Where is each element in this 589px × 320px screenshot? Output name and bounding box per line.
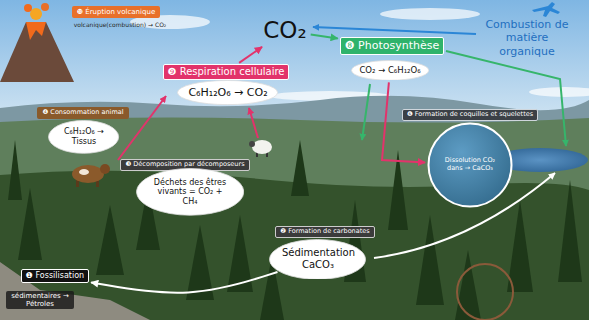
flow-line — [249, 108, 258, 138]
airplane-icon — [532, 2, 560, 17]
process-label: Combustion de matière organique — [477, 18, 577, 58]
flow-line — [313, 27, 476, 34]
tag-text: ❿ Éruption volcanique — [77, 8, 155, 16]
highlight-circle — [457, 264, 513, 320]
node-text: Dissolution CO₂ dans → CaCO₃ — [440, 157, 500, 173]
bubble-shape — [351, 60, 428, 80]
clouds — [130, 8, 589, 101]
tag-text: ❻ Formation de coquilles et squelettes — [407, 111, 533, 119]
sheep — [249, 140, 272, 157]
cow-head — [100, 164, 110, 174]
equation-bubble: Déchets des êtres vivants = CO₂ + CH₄ — [136, 168, 244, 216]
conifer — [291, 140, 309, 196]
process-tag: ❻ Formation de coquilles et squelettes — [402, 109, 538, 121]
inset-disc — [429, 124, 512, 207]
tag-text: ❷ Formation de carbonates — [280, 228, 369, 236]
volcano-cone — [0, 22, 74, 82]
node-text: C₆H₁₂O₆ → CO₂ — [188, 86, 267, 99]
equation-bubble: C₆H₁₂O₆ → Tissus — [48, 120, 119, 154]
node-text: CO₂ — [263, 17, 306, 45]
eruption-plume — [24, 4, 32, 12]
cow-spot — [79, 169, 89, 175]
conifer — [507, 200, 533, 292]
node-text: Sédimentation CaCO₃ — [282, 247, 354, 271]
volcano — [0, 3, 74, 82]
process-tag: ❷ Formation de carbonates — [275, 226, 374, 238]
conifer — [186, 225, 214, 300]
sheep-head — [249, 141, 255, 147]
process-tag: ❿ Éruption volcanique — [72, 6, 160, 18]
sheep-body — [252, 140, 272, 154]
carbon-dioxide-hub: CO₂ — [261, 16, 308, 46]
flow-line — [362, 84, 370, 140]
bubble-shape — [49, 121, 119, 154]
note: volcanique(combustion) → CO₂ — [74, 21, 167, 28]
bubble-shape — [270, 239, 366, 279]
tag-text: ❽ Photosynthèse — [345, 39, 440, 52]
cloud — [529, 87, 589, 97]
equation-bubble: CO₂ → C₆H₁₂O₆ — [351, 60, 429, 81]
flow-arrow — [239, 47, 262, 63]
flow-arrow — [311, 35, 338, 39]
note: sédimentaires → Pétroles — [6, 291, 74, 310]
flow-arrow — [91, 272, 277, 293]
conifer — [416, 215, 444, 305]
conifer — [8, 140, 22, 200]
flow-arrow — [382, 82, 425, 162]
conifer — [558, 180, 582, 282]
tag-text: ❶ Fossilisation — [26, 271, 84, 281]
node-text: Déchets des êtres vivants = CO₂ + CH₄ — [150, 178, 230, 207]
eruption-plume — [41, 3, 49, 11]
node-text: CO₂ → C₆H₁₂O₆ — [359, 65, 420, 75]
bubble-shape — [178, 81, 278, 105]
conifer — [96, 205, 124, 275]
cow-body — [72, 165, 104, 183]
tag-text: ❹ Consommation animal — [42, 109, 123, 117]
process-tag: ❶ Fossilisation — [21, 269, 89, 283]
process-tag: ❹ Consommation animal — [37, 107, 128, 119]
lava — [26, 22, 46, 40]
cloud — [380, 8, 480, 20]
node-text: C₆H₁₂O₆ → Tissus — [58, 127, 110, 146]
eruption-plume — [30, 8, 42, 20]
bubble-shape — [136, 169, 243, 216]
tag-text: ❾ Respiration cellulaire — [168, 66, 285, 78]
ocean-inset: Dissolution CO₂ dans → CaCO₃ — [427, 122, 513, 208]
equation-bubble: Sédimentation CaCO₃ — [269, 239, 366, 280]
rock — [0, 262, 150, 320]
equation-bubble: C₆H₁₂O₆ → CO₂ — [177, 80, 278, 105]
cow — [72, 164, 110, 187]
flow-line — [118, 96, 166, 160]
process-tag: ❽ Photosynthèse — [340, 37, 445, 54]
tag-text: ❸ Décomposition par décomposeurs — [125, 161, 244, 169]
process-tag: ❾ Respiration cellulaire — [163, 64, 290, 80]
